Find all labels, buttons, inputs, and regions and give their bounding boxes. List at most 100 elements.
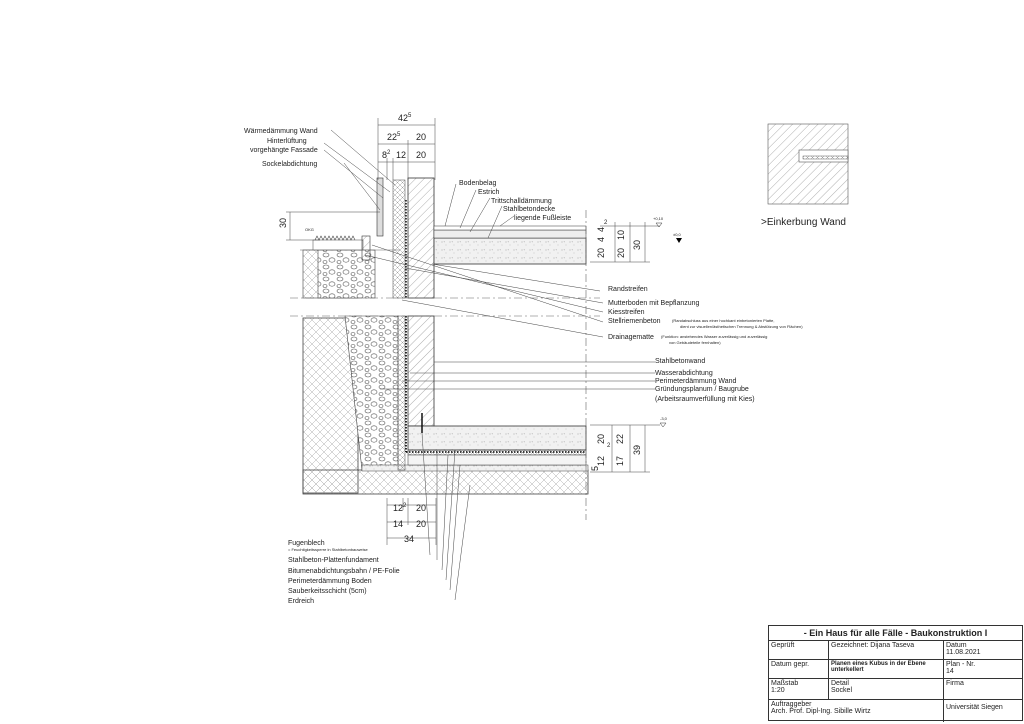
svg-text:Mutterboden mit Bepflanzung: Mutterboden mit Bepflanzung — [608, 300, 700, 307]
svg-text:22: 22 — [615, 434, 625, 444]
okg-label: OKG — [305, 227, 314, 232]
plan-nr-label: Plan - Nr. — [946, 661, 976, 668]
planen-value-2: unterkellert — [831, 667, 864, 673]
svg-text:Stahlbeton-Plattenfundament: Stahlbeton-Plattenfundament — [288, 557, 379, 564]
floor-screed — [433, 229, 587, 239]
svg-text:Wärmedämmung Wand: Wärmedämmung Wand — [244, 128, 318, 135]
firma-value: Universität Siegen — [946, 704, 1003, 711]
svg-text:±0,0: ±0,0 — [673, 232, 682, 237]
labels-right: Randstreifen Mutterboden mit Bepflanzung… — [608, 286, 803, 403]
svg-text:Stahlbetondecke: Stahlbetondecke — [503, 206, 555, 213]
svg-text:20: 20 — [596, 434, 606, 444]
svg-text:Trittschalldämmung: Trittschalldämmung — [491, 198, 552, 205]
svg-text:20: 20 — [416, 503, 426, 513]
plan-nr-value: 14 — [946, 668, 954, 675]
svg-text:4: 4 — [596, 227, 606, 232]
labels-left: Wärmedämmung Wand Hinterlüftung vorgehän… — [244, 128, 318, 168]
right-dims-top: 4 4 2 10 20 20 30 +0,10 ±0,0 — [596, 216, 682, 258]
massstab-value: 1:20 — [771, 687, 785, 694]
curbstone — [361, 235, 371, 261]
bottom-dimensions: 122 20 14 20 34 — [393, 503, 426, 544]
svg-text:14: 14 — [393, 519, 403, 529]
svg-text:Erdreich: Erdreich — [288, 598, 314, 605]
svg-text:225: 225 — [387, 132, 401, 142]
svg-text:Sauberkeitsschicht (5cm): Sauberkeitsschicht (5cm) — [288, 588, 367, 595]
svg-text:Wasserabdichtung: Wasserabdichtung — [655, 370, 713, 377]
svg-text:Fugenblech: Fugenblech — [288, 540, 325, 547]
top-dimensions: 425 225 20 82 12 20 — [382, 113, 426, 160]
title-block: - Ein Haus für alle Fälle - Baukonstrukt… — [768, 625, 1023, 722]
svg-text:Hinterlüftung: Hinterlüftung — [267, 138, 307, 145]
svg-text:Drainagematte: Drainagematte — [608, 334, 654, 341]
foundation-slab — [407, 425, 587, 451]
svg-text:Kiesstreifen: Kiesstreifen — [608, 309, 645, 316]
labels-bottom: Fugenblech = Feuchtigkeitssperre in Stah… — [288, 540, 400, 605]
gravel-strip — [312, 239, 364, 251]
insulation-upper — [392, 179, 406, 299]
svg-text:20: 20 — [596, 248, 606, 258]
svg-text:20: 20 — [616, 248, 626, 258]
svg-text:425: 425 — [398, 113, 412, 123]
svg-text:122: 122 — [393, 503, 407, 513]
svg-text:34: 34 — [404, 534, 414, 544]
svg-text:20: 20 — [416, 519, 426, 529]
svg-text:Bodenbelag: Bodenbelag — [459, 180, 496, 187]
svg-text:+0,10: +0,10 — [653, 216, 664, 221]
left-dim: 30 — [278, 218, 288, 228]
detail-label: Detail — [831, 680, 849, 687]
svg-text:82: 82 — [382, 150, 391, 160]
svg-text:Gründungsplanum / Baugrube: Gründungsplanum / Baugrube — [655, 386, 749, 393]
svg-text:39: 39 — [632, 445, 642, 455]
firma-label: Firma — [946, 680, 964, 687]
svg-text:20: 20 — [416, 150, 426, 160]
svg-text:5: 5 — [590, 466, 600, 471]
gezeichnet-value: Gezeichnet: Dijana Taseva — [829, 641, 944, 659]
massstab-label: Maßstab — [771, 680, 799, 687]
svg-text:12: 12 — [596, 456, 606, 466]
blinding-layer — [361, 464, 589, 472]
svg-text:20: 20 — [416, 132, 426, 142]
right-dims-bottom: 20 2 22 5 12 17 39 -3,0 — [590, 416, 668, 471]
concrete-wall-lower — [407, 315, 435, 427]
geprueft-label: Geprüft — [769, 641, 829, 659]
svg-text:liegende Fußleiste: liegende Fußleiste — [514, 215, 571, 222]
svg-text:2: 2 — [607, 443, 611, 449]
floor-finish — [433, 225, 587, 231]
svg-text:2: 2 — [604, 220, 608, 226]
screed-basement — [407, 454, 587, 466]
datum-label: Datum — [946, 642, 967, 649]
svg-text:Bitumenabdichtungsbahn / PE-Fo: Bitumenabdichtungsbahn / PE-Folie — [288, 568, 400, 575]
svg-text:dient zur visuellen/ästhetisch: dient zur visuellen/ästhetischen Trennun… — [680, 324, 803, 329]
perimeter-insulation-wall — [397, 315, 406, 471]
svg-text:(Arbeitsraumverfüllung mit Kie: (Arbeitsraumverfüllung mit Kies) — [655, 396, 755, 403]
svg-text:= Feuchtigkeitssperre in Stahl: = Feuchtigkeitssperre in Stahlbetonbauwe… — [288, 547, 368, 552]
svg-text:vorgehängte Fassade: vorgehängte Fassade — [250, 147, 318, 154]
svg-text:Sockelabdichtung: Sockelabdichtung — [262, 161, 317, 168]
datum-value: 11.08.2021 — [946, 649, 981, 656]
ceiling-slab — [433, 237, 587, 265]
detail-einkerbung: >Einkerbung Wand — [761, 123, 849, 228]
svg-text:>Einkerbung Wand: >Einkerbung Wand — [761, 217, 846, 228]
svg-text:(Randabschluss aus einer hochk: (Randabschluss aus einer hochkant einbet… — [672, 318, 775, 323]
detail-value: Sockel — [831, 687, 853, 694]
soil-bottom — [302, 469, 589, 495]
svg-text:10: 10 — [616, 230, 626, 240]
labels-floor: Bodenbelag Estrich Trittschalldämmung St… — [459, 180, 571, 222]
concrete-wall-upper — [407, 177, 435, 299]
auftraggeber-value: Arch. Prof. Dipl-Ing. Sibille Wirtz — [771, 708, 871, 715]
svg-text:-3,0: -3,0 — [660, 416, 668, 421]
svg-text:17: 17 — [615, 456, 625, 466]
svg-text:(Funktion: anstehendes Wasser: (Funktion: anstehendes Wasser zuverlässi… — [661, 334, 767, 339]
svg-text:Perimeterdämmung Boden: Perimeterdämmung Boden — [288, 578, 372, 585]
title-block-heading: - Ein Haus für alle Fälle - Baukonstrukt… — [769, 626, 1022, 641]
auftraggeber-label: Auftraggeber — [771, 701, 812, 708]
planen-value: Planen eines Kubus in der Ebene — [831, 661, 926, 667]
svg-text:Stellriemenbeton: Stellriemenbeton — [608, 318, 661, 325]
svg-text:Estrich: Estrich — [478, 189, 500, 196]
svg-text:Stahlbetonwand: Stahlbetonwand — [655, 358, 705, 365]
svg-text:4: 4 — [596, 237, 606, 242]
svg-text:Randstreifen: Randstreifen — [608, 286, 648, 293]
facade-cladding — [376, 177, 384, 237]
svg-text:30: 30 — [632, 240, 642, 250]
